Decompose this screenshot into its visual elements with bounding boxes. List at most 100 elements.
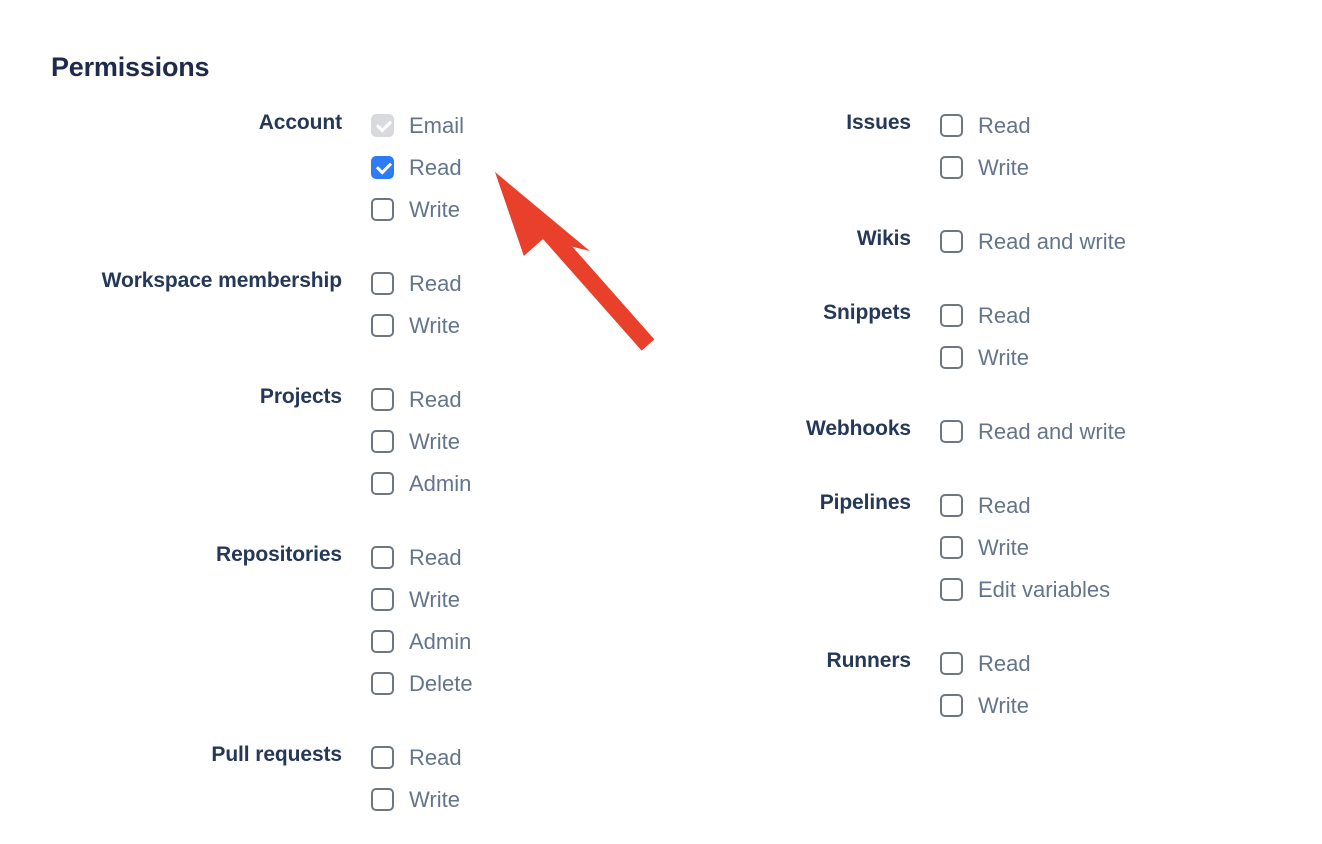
permission-option-label: Write <box>409 786 460 812</box>
permission-option-projects-write[interactable]: Write <box>371 420 660 462</box>
checkbox-icon[interactable] <box>940 113 963 137</box>
permission-option-snippets-write[interactable]: Write <box>940 336 1322 378</box>
permission-option-repositories-read[interactable]: Read <box>371 536 660 578</box>
checkbox-icon[interactable] <box>371 387 394 411</box>
permission-option-snippets-read[interactable]: Read <box>940 294 1322 336</box>
checkbox-icon[interactable] <box>940 535 963 559</box>
checkbox-icon[interactable] <box>371 197 394 221</box>
permission-option-label: Read <box>978 112 1031 138</box>
checkbox-icon[interactable] <box>940 693 963 717</box>
permission-option-label: Read <box>978 492 1031 518</box>
checkbox-icon[interactable] <box>371 471 394 495</box>
permission-option-label: Read <box>978 302 1031 328</box>
permission-option-label: Read <box>409 270 462 296</box>
permission-option-wikis-read-and-write[interactable]: Read and write <box>940 220 1322 262</box>
checkbox-icon[interactable] <box>940 419 963 443</box>
checkbox-icon[interactable] <box>371 587 394 611</box>
permission-group-label: Wikis <box>856 227 911 250</box>
checkbox-icon[interactable] <box>940 651 963 675</box>
checkbox-icon[interactable] <box>940 303 963 327</box>
checkbox-icon[interactable] <box>371 271 394 295</box>
permission-option-label: Admin <box>409 470 472 496</box>
permission-group-label: Snippets <box>823 301 911 324</box>
checkbox-icon[interactable] <box>940 577 963 601</box>
permission-option-label: Read and write <box>978 228 1126 254</box>
checkbox-icon[interactable] <box>371 545 394 569</box>
permission-option-label: Write <box>409 196 460 222</box>
permission-group-label: Runners <box>826 649 912 672</box>
permission-option-label: Write <box>978 692 1029 718</box>
checkbox-icon[interactable] <box>371 313 394 337</box>
permission-option-webhooks-read-and-write[interactable]: Read and write <box>940 410 1322 452</box>
checkbox-icon[interactable] <box>940 345 963 369</box>
permission-option-label: Email <box>409 112 465 138</box>
checkbox-icon[interactable] <box>940 229 963 253</box>
permission-option-label: Read and write <box>978 418 1126 444</box>
checkbox-icon[interactable] <box>940 493 963 517</box>
permission-option-workspace-membership-write[interactable]: Write <box>371 304 660 346</box>
permission-option-pipelines-write[interactable]: Write <box>940 526 1322 568</box>
permission-option-runners-write[interactable]: Write <box>940 684 1322 726</box>
page-title: Permissions <box>51 52 210 82</box>
permission-option-repositories-write[interactable]: Write <box>371 578 660 620</box>
checkmark-icon <box>375 157 393 175</box>
permission-group-label: Issues <box>846 111 911 134</box>
permission-option-label: Read <box>978 650 1031 676</box>
permission-group-label: Webhooks <box>806 417 911 440</box>
permission-option-label: Read <box>409 544 462 570</box>
permission-option-projects-admin[interactable]: Admin <box>371 462 660 504</box>
permission-option-account-email[interactable]: Email <box>371 104 660 146</box>
permission-option-label: Write <box>978 344 1029 370</box>
checkbox-icon[interactable] <box>371 671 394 695</box>
permission-option-issues-write[interactable]: Write <box>940 146 1322 188</box>
permission-option-repositories-delete[interactable]: Delete <box>371 662 660 704</box>
permission-options: Read and write <box>911 410 1322 452</box>
permission-option-label: Write <box>978 534 1029 560</box>
permission-group-label: Repositories <box>216 543 342 566</box>
permission-group-label: Workspace membership <box>101 269 342 292</box>
permission-option-pipelines-read[interactable]: Read <box>940 484 1322 526</box>
checkbox-icon[interactable] <box>371 429 394 453</box>
permission-option-issues-read[interactable]: Read <box>940 104 1322 146</box>
permission-option-label: Write <box>409 312 460 338</box>
permission-option-account-read[interactable]: Read <box>371 146 660 188</box>
permission-group-label: Account <box>258 111 342 134</box>
permission-option-account-write[interactable]: Write <box>371 188 660 230</box>
permission-option-pipelines-edit-variables[interactable]: Edit variables <box>940 568 1322 610</box>
permission-option-runners-read[interactable]: Read <box>940 642 1322 684</box>
permission-option-label: Admin <box>409 628 472 654</box>
checkbox-icon[interactable] <box>371 155 394 179</box>
permission-option-pull-requests-read[interactable]: Read <box>371 736 660 778</box>
permission-option-projects-read[interactable]: Read <box>371 378 660 420</box>
permission-option-repositories-admin[interactable]: Admin <box>371 620 660 662</box>
permission-option-pull-requests-write[interactable]: Write <box>371 778 660 820</box>
checkbox-icon[interactable] <box>940 155 963 179</box>
checkbox-icon[interactable] <box>371 629 394 653</box>
permission-option-label: Read <box>409 154 462 180</box>
checkmark-icon <box>375 115 393 133</box>
permission-option-label: Read <box>409 386 462 412</box>
checkbox-icon[interactable] <box>371 787 394 811</box>
checkbox-icon[interactable] <box>371 745 394 769</box>
permission-option-label: Write <box>409 586 460 612</box>
permission-group-webhooks: Webhooks Read and write <box>660 410 1322 452</box>
permission-group-wikis: Wikis Read and write <box>660 220 1322 262</box>
permission-option-workspace-membership-read[interactable]: Read <box>371 262 660 304</box>
